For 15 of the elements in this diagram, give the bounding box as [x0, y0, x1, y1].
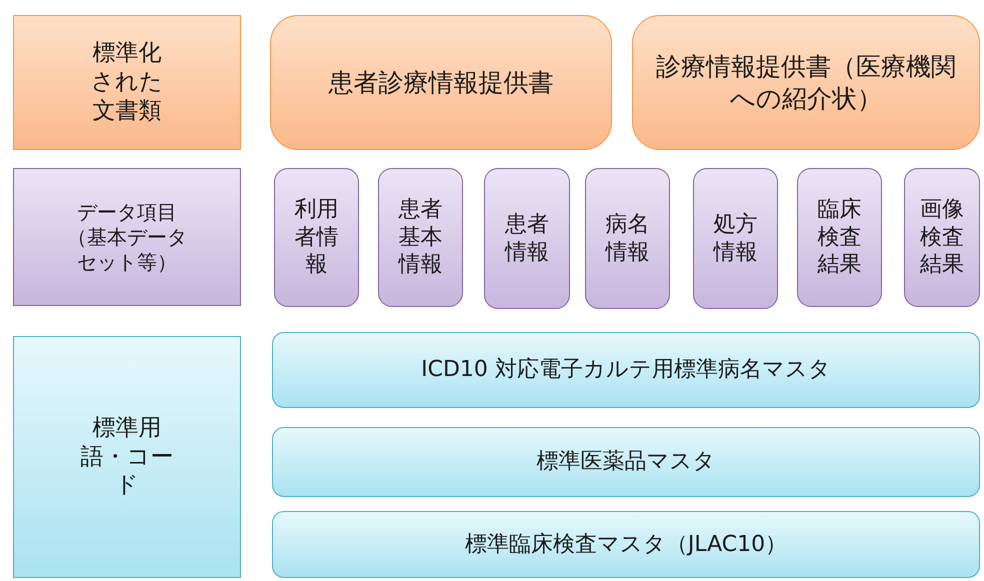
item-box: ICD10 対応電子カルテ用標準病名マスタ [272, 332, 980, 408]
item-box: 処方情報 [693, 168, 778, 309]
item-box: 病名情報 [585, 168, 670, 309]
item-box: 利用者情報 [274, 168, 359, 307]
item-box: 患者基本情報 [378, 168, 463, 307]
item-box: 患者情報 [484, 168, 570, 309]
category-box: データ項目（基本データセット等） [13, 168, 241, 306]
item-box: 標準医薬品マスタ [272, 427, 980, 497]
item-box: 臨床検査結果 [797, 168, 882, 307]
item-box: 標準臨床検査マスタ（JLAC10） [272, 511, 980, 578]
category-box: 標準用語・コード [13, 336, 241, 578]
item-box: 診療情報提供書（医療機関への紹介状） [632, 15, 980, 150]
category-box: 標準化された文書類 [13, 15, 241, 150]
item-box: 画像検査結果 [904, 168, 980, 307]
item-box: 患者診療情報提供書 [270, 15, 612, 150]
